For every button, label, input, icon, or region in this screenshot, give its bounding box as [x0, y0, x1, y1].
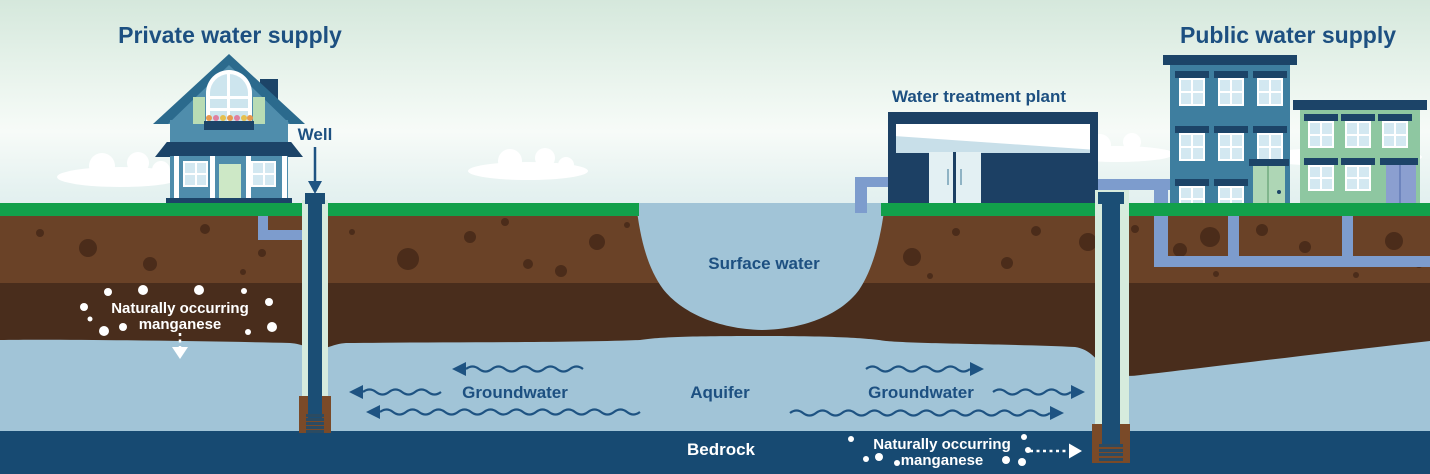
blue-building-window	[1179, 78, 1205, 106]
house-window-right	[251, 161, 276, 187]
bedrock-label: Bedrock	[686, 440, 756, 459]
pipe-house-horizontal	[258, 230, 304, 240]
private-well-cap	[305, 193, 325, 204]
house-door	[219, 164, 241, 200]
green-building-window	[1382, 121, 1408, 148]
pipe-intake-vertical	[855, 177, 867, 213]
manganese-right-line1: Naturally occurring	[873, 436, 1011, 453]
plant-doors	[929, 152, 981, 205]
public-well-cap	[1098, 192, 1124, 204]
manganese-label-left: Naturally occurring manganese	[92, 301, 268, 333]
aquifer-label: Aquifer	[690, 383, 750, 402]
house-window-left	[183, 161, 208, 187]
pipe-plant-horizontal	[1094, 179, 1170, 190]
blue-building-window	[1179, 133, 1205, 161]
blue-building-window	[1257, 78, 1283, 106]
green-building-window	[1308, 165, 1334, 191]
house-porch-post	[174, 156, 179, 200]
public-water-supply-title: Public water supply	[1180, 22, 1396, 48]
pipe-riser-1	[1228, 216, 1239, 262]
house-base	[166, 198, 292, 204]
manganese-right-line2: manganese	[900, 452, 984, 469]
house-flower-box	[204, 121, 254, 130]
flowers	[206, 115, 253, 122]
green-building-cornice	[1293, 100, 1427, 110]
blue-building-window	[1257, 133, 1283, 161]
water-treatment-plant-label: Water treatment plant	[891, 87, 1067, 106]
plant-window-band	[896, 124, 1090, 153]
house-porch-post	[282, 156, 287, 200]
pipe-riser-2	[1342, 216, 1353, 262]
pipe-main	[1154, 256, 1430, 267]
bedrock-layer	[0, 431, 1430, 474]
well-label: Well	[297, 125, 333, 144]
blue-building-window	[1218, 78, 1244, 106]
manganese-label-right: Naturally occurring manganese	[854, 437, 1030, 469]
green-building-window	[1308, 121, 1334, 148]
green-building-window	[1345, 121, 1371, 148]
groundwater-right-label: Groundwater	[868, 383, 974, 402]
surface-water-label: Surface water	[708, 254, 820, 273]
blue-building-window	[1218, 133, 1244, 161]
blue-building-cornice	[1163, 55, 1297, 65]
pipe-house-vertical	[258, 216, 268, 240]
house-shutter-right	[253, 97, 265, 124]
manganese-left-line1: Naturally occurring	[111, 300, 249, 317]
house-arch-window	[206, 70, 252, 123]
public-well-pipe	[1102, 192, 1120, 446]
house-porch-post	[246, 156, 251, 200]
house-porch-awning	[155, 142, 303, 157]
house-porch-post	[210, 156, 215, 200]
groundwater-left-label: Groundwater	[462, 383, 568, 402]
pipe-intake-horizontal	[855, 177, 889, 187]
private-well-pipe	[308, 193, 322, 418]
private-water-supply-title: Private water supply	[118, 22, 342, 48]
grass-right	[881, 203, 1430, 216]
green-building-window	[1345, 165, 1371, 191]
pipe-plant-down	[1154, 179, 1168, 267]
manganese-left-line2: manganese	[138, 316, 222, 333]
house-shutter-left	[193, 97, 205, 124]
